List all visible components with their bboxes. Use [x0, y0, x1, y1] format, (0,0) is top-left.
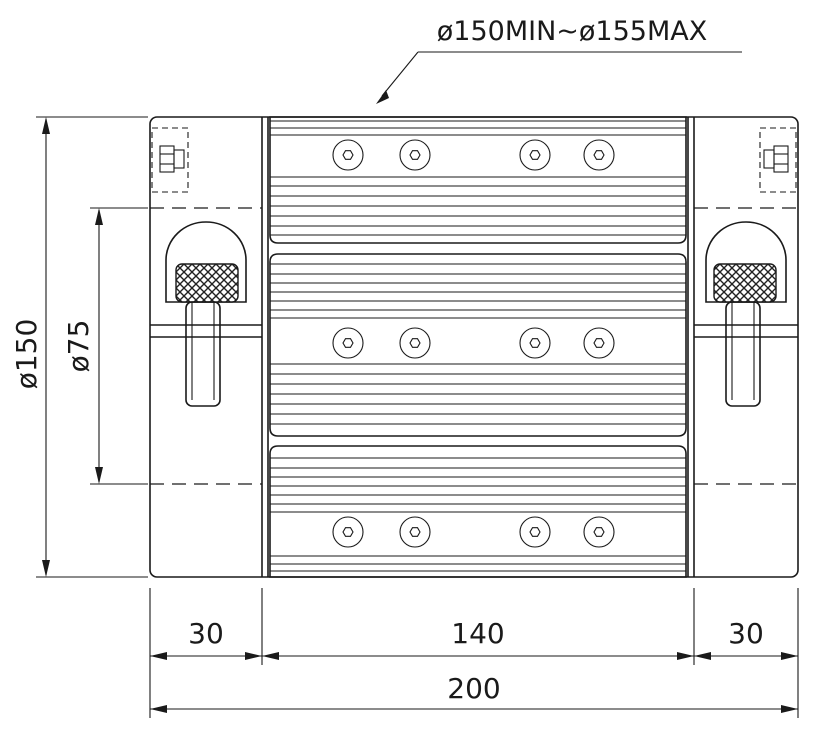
tolerance-callout: ø150MIN~ø155MAX: [376, 16, 742, 104]
left-thumb-screw: [165, 221, 247, 407]
hex-socket-icon: [409, 338, 421, 348]
cap-screw-head: [399, 139, 431, 171]
cap-screw-head: [519, 139, 551, 171]
hex-socket-icon: [529, 338, 541, 348]
inner-diameter-dimension: ø75: [62, 207, 148, 485]
hex-socket-icon: [529, 150, 541, 160]
hex-socket-icon: [593, 150, 605, 160]
hex-socket-icon: [342, 527, 354, 537]
cap-screw-head: [583, 139, 615, 171]
outer-diameter-label: ø150: [10, 319, 43, 390]
cap-screw-head: [399, 516, 431, 548]
clamp-segment-outline: [269, 253, 687, 437]
outer-diameter-dimension: ø150: [10, 116, 148, 578]
clamp-segments: [269, 116, 687, 578]
cap-screw-head: [519, 516, 551, 548]
hex-socket-icon: [593, 527, 605, 537]
right-thumb-screw: [705, 221, 787, 407]
cap-screw-head: [332, 327, 364, 359]
cap-screw-head: [583, 327, 615, 359]
cap-screw-head: [583, 516, 615, 548]
center-width-label: 140: [451, 617, 504, 650]
hex-socket-icon: [409, 527, 421, 537]
total-width-label: 200: [447, 672, 500, 705]
right-width-label: 30: [728, 617, 764, 650]
hex-socket-icon: [342, 338, 354, 348]
clamp-segment-outline: [269, 116, 687, 244]
hex-socket-icon: [593, 338, 605, 348]
right-set-screw: [759, 127, 797, 193]
left-width-label: 30: [188, 617, 224, 650]
tolerance-label: ø150MIN~ø155MAX: [437, 16, 707, 47]
clamp-segment-outline: [269, 445, 687, 578]
inner-diameter-label: ø75: [62, 320, 95, 373]
cap-screw-head: [399, 327, 431, 359]
cap-screw-head: [332, 516, 364, 548]
left-set-screw: [151, 127, 189, 193]
cap-screw-head: [519, 327, 551, 359]
width-dimensions: 30 140 30 200: [149, 588, 799, 718]
hidden-lines: [150, 207, 798, 485]
hex-socket-icon: [409, 150, 421, 160]
hex-socket-icon: [529, 527, 541, 537]
cap-screw-head: [332, 139, 364, 171]
hex-socket-icon: [342, 150, 354, 160]
